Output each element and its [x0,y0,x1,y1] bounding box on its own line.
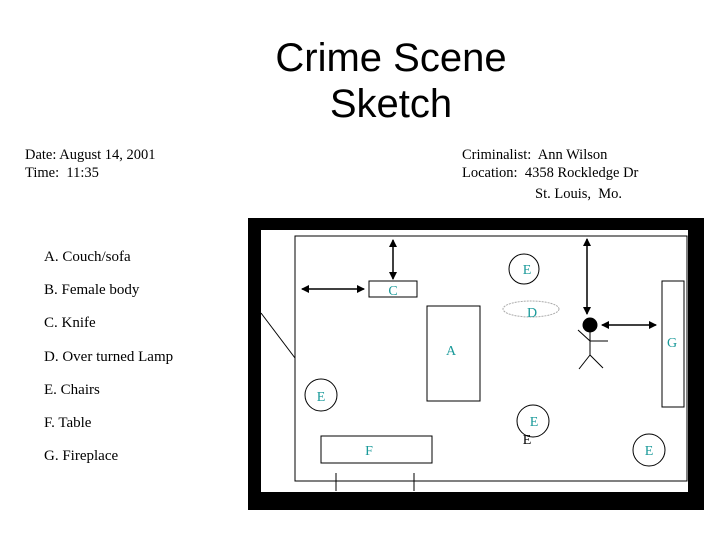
title-line-2: Sketch [329,82,453,126]
legend-item-g: G. Fireplace [44,448,119,464]
body-b-stick-figure [577,317,608,370]
city-text: St. Louis, Mo. [535,186,623,202]
label-e: E [645,444,654,459]
knife-c [368,280,418,298]
chair-e [304,378,338,412]
frame-inner [261,230,688,492]
room-outline [294,235,688,482]
label-a: A [446,344,457,359]
criminalist-text: Criminalist: Ann Wilson [462,147,608,163]
fireplace-g [661,280,685,408]
couch-a [426,305,481,402]
label-e: E [317,390,326,405]
label-f: F [365,444,373,459]
date-text: Date: August 14, 2001 [25,147,156,163]
chair-e [516,404,550,438]
time-text: Time: 11:35 [25,165,99,181]
legend-item-d: D. Over turned Lamp [44,349,174,365]
legend-item-f: F. Table [44,415,92,431]
label-c: C [388,284,397,299]
door [260,312,296,359]
legend-item-b: B. Female body [44,282,140,298]
label-g: G [667,336,677,351]
chair-e [508,253,540,285]
legend-item-a: A. Couch/sofa [44,249,131,265]
label-e: E [530,415,539,430]
title-line-1: Crime Scene [275,36,507,80]
chair-e [632,433,666,467]
label-e: E [523,263,532,278]
stray-label-e: E [523,433,532,448]
location-text: Location: 4358 Rockledge Dr [462,165,639,181]
label-d: D [527,306,537,321]
legend-item-c: C. Knife [44,315,96,331]
table-f [320,435,433,464]
legend-item-e: E. Chairs [44,382,100,398]
lamp-d [502,300,560,318]
